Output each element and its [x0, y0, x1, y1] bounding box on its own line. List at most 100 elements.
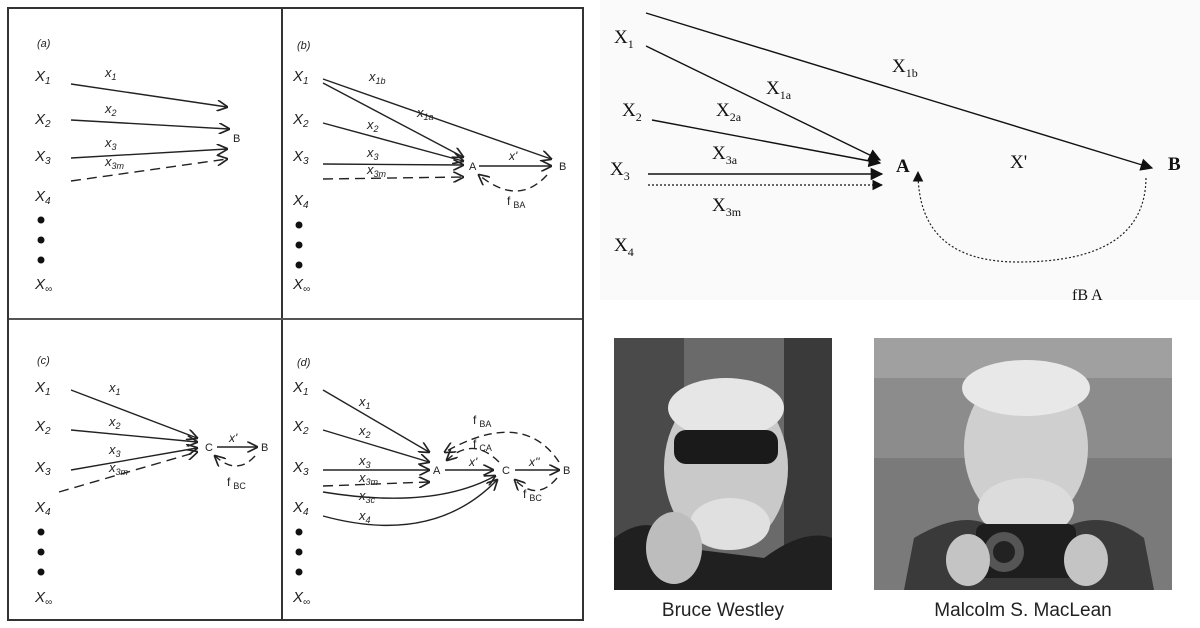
feedback-c-to-a: [447, 447, 500, 463]
edge-label-x2a: X2a: [716, 100, 742, 124]
source-x2-label: X2: [292, 111, 309, 130]
edge-label-x1b: x1b: [368, 69, 386, 86]
edge-x1-to-a: [645, 45, 882, 161]
ellipsis-dot: [37, 528, 45, 536]
edge-label-x3m: x3m: [104, 154, 125, 171]
node-c-label: C: [502, 465, 510, 477]
edge-label-x-dprime: x'': [528, 455, 540, 469]
ellipsis-dot: [295, 261, 303, 269]
edge-label-x1a: X1a: [766, 78, 792, 102]
panel-b: (b) X1 X2 X3 X4 X∞ x1b x1a x2 x3 x3m A B…: [283, 9, 582, 318]
source-xinf-label: X∞: [34, 276, 52, 295]
node-b-label: B: [1168, 154, 1181, 175]
node-b-label: B: [233, 133, 240, 145]
edge-label-x3m: X3m: [712, 195, 742, 219]
source-xinf-label: X∞: [34, 589, 52, 608]
edge-label-x-prime: X': [1010, 152, 1027, 173]
edge-label-x3m: x3m: [108, 460, 129, 477]
source-x2-label: X2: [292, 418, 309, 437]
edge-label-x2: x2: [108, 414, 121, 431]
edge-label-x2: x2: [366, 117, 379, 134]
edge-label-x3: x3: [108, 442, 121, 459]
source-xinf-label: X∞: [292, 589, 310, 608]
photo-caption-westley: Bruce Westley: [661, 600, 785, 621]
edge-x1-to-b: [322, 78, 551, 159]
edge-x1-to-a: [322, 389, 429, 452]
photo-caption-maclean: Malcolm S. MacLean: [934, 600, 1112, 621]
node-a-label: A: [469, 161, 477, 173]
ellipsis-dot: [37, 216, 45, 224]
edge-x2-to-b: [70, 119, 229, 129]
feedback-b-to-a: [912, 170, 1147, 263]
edge-x2-to-a: [651, 119, 882, 168]
edge-label-x1a: x1a: [416, 105, 434, 122]
feedback-b-to-c: [515, 477, 558, 492]
ellipsis-dot: [295, 528, 303, 536]
edge-x3-to-b: [70, 149, 227, 159]
edge-label-x1b: X1b: [892, 56, 918, 80]
source-x4-label: X4: [34, 188, 51, 207]
ellipsis-dot: [37, 256, 45, 264]
source-x1-label: X1: [34, 68, 51, 87]
source-x3-label: X3: [292, 148, 309, 167]
edge-label-x3: x3: [358, 453, 371, 470]
edge-label-x3c: x3c: [358, 488, 376, 505]
feedback-b-to-c: [215, 456, 256, 466]
feedback-b-to-a: [479, 175, 548, 192]
node-c-label: C: [205, 442, 213, 454]
source-x4-label: X4: [292, 192, 309, 211]
panel-c-tag: (c): [37, 355, 50, 367]
edge-label-x2: x2: [358, 423, 371, 440]
source-x1-label: X1: [34, 379, 51, 398]
edge-x3-to-a: [322, 164, 463, 165]
ellipsis-dot: [295, 568, 303, 576]
model-panels: (a) X1 X2 X3 X4 X∞ x1 x2 x3 x3m B: [7, 7, 584, 621]
edge-label-x1: x1: [104, 65, 117, 82]
source-x1-label: X1: [292, 379, 309, 398]
edge-label-x2: x2: [104, 101, 117, 118]
edge-x3m-to-a-dashed: [322, 482, 429, 486]
feedback-b-to-a: [445, 431, 560, 463]
edge-label-x4: x4: [358, 508, 371, 525]
panel-divider-vertical: [281, 9, 283, 619]
ellipsis-dot: [295, 241, 303, 249]
ellipsis-dot: [37, 548, 45, 556]
edge-x1-to-c: [70, 389, 197, 438]
source-x4-label: X4: [292, 499, 309, 518]
edge-x4-to-c-dashed: [58, 452, 197, 493]
ellipsis-dot: [37, 568, 45, 576]
panel-d-tag: (d): [297, 357, 311, 369]
edge-x2-to-a: [322, 122, 463, 161]
edge-x4-to-c: [322, 480, 497, 527]
edge-label-x1: x1: [358, 394, 371, 411]
edge-label-x3a: X3a: [712, 143, 738, 167]
node-a-label: A: [433, 465, 441, 477]
source-x3-label: X3: [610, 159, 630, 183]
portrait-photo-maclean: [874, 338, 1172, 590]
source-x1-label: X1: [292, 68, 309, 87]
edge-x1-to-b: [645, 12, 1154, 171]
source-x1-label: X1: [614, 27, 634, 51]
ellipsis-dot: [295, 221, 303, 229]
source-x3-label: X3: [292, 459, 309, 478]
node-b-label: B: [559, 161, 566, 173]
source-x2-label: X2: [622, 100, 642, 124]
source-x4-label: X4: [614, 235, 634, 259]
edge-x3m-to-a-dashed: [322, 177, 463, 179]
westley-maclean-model: X1 X2 X3 X4 X1b X1a X2a X3a X3m A B X' f…: [600, 0, 1200, 300]
source-x2-label: X2: [34, 418, 51, 437]
node-a-label: A: [896, 156, 910, 177]
edge-x4-to-b-dashed: [70, 159, 227, 182]
panel-c: (c) X1 X2 X3 X4 X∞ x1 x2 x3 x3m C B x' f…: [9, 320, 281, 619]
edge-label-x-prime: x': [508, 149, 518, 163]
edge-label-x-prime: x': [228, 431, 238, 445]
source-x2-label: X2: [34, 111, 51, 130]
edge-label-x-prime: x': [468, 455, 478, 469]
edge-x1-to-b: [70, 83, 227, 107]
node-b-label: B: [563, 465, 570, 477]
edge-x1-to-a: [322, 82, 463, 157]
panel-d: (d) X1 X2 X3 X4 X∞ x1 x2 x3 x3m x3c: [283, 320, 582, 619]
source-x3-label: X3: [34, 459, 51, 478]
